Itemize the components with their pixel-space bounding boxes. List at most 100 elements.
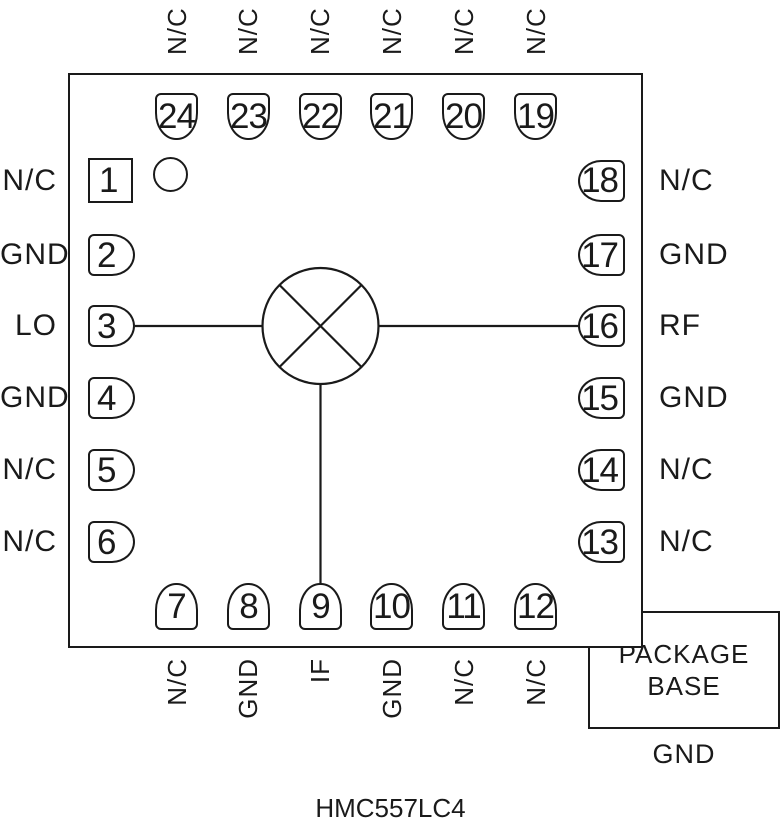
package-base-label-line2: BASE (647, 671, 721, 701)
pin-19-label-text: N/C (521, 7, 551, 55)
pin-12-text: 12 (517, 587, 555, 626)
pin-1-label-text: N/C (2, 164, 57, 197)
pin-5-label: N/C (0, 454, 57, 486)
mixer-x-line-2 (278, 284, 363, 368)
pin-21-text: 21 (373, 97, 411, 136)
package-base-box: PACKAGE BASE (588, 611, 780, 729)
pin-1: 1 (88, 158, 133, 203)
pin-22-label-text: N/C (305, 7, 335, 55)
pin-12-label-text: N/C (521, 658, 551, 706)
pin-14-text: 14 (581, 450, 619, 490)
pin-3-text: 3 (97, 306, 116, 346)
package-base-gnd-label: GND (652, 739, 716, 769)
pin-20-label: N/C (449, 7, 479, 55)
pin-8-label: GND (233, 658, 263, 719)
part-number-title: HMC557LC4 (315, 793, 466, 823)
pin-12: 12 (514, 583, 557, 630)
pin-7: 7 (155, 583, 198, 630)
pin-14: 14 (578, 449, 625, 491)
pin-4-text: 4 (97, 378, 116, 418)
pin-10-label: GND (377, 658, 407, 719)
pin-2-text: 2 (97, 235, 116, 275)
pin-19: 19 (514, 93, 557, 140)
pin-18-label-text: N/C (659, 164, 714, 197)
pin-12-label: N/C (521, 658, 551, 706)
pin-17-text: 17 (581, 235, 619, 275)
pin-8: 8 (227, 583, 270, 630)
pin-24-text: 24 (158, 97, 196, 136)
pin-5-text: 5 (97, 450, 116, 490)
pin-1-text: 1 (99, 161, 118, 200)
pin-11-text: 11 (446, 587, 481, 626)
pin-24-label-text: N/C (162, 7, 192, 55)
pin-21-label: N/C (377, 7, 407, 55)
pin-15: 15 (578, 377, 625, 419)
pin-2: 2 (88, 234, 135, 276)
pin-3-label-text: LO (14, 309, 57, 342)
pin-13-label-text: N/C (659, 525, 714, 558)
pin-9-text: 9 (311, 587, 330, 626)
pin-16: 16 (578, 305, 625, 347)
pin-9: 9 (299, 583, 342, 630)
pin-24-label: N/C (162, 7, 192, 55)
pin-2-label: GND (0, 239, 69, 271)
pin-1-label: N/C (0, 165, 57, 197)
pin-11-label: N/C (449, 658, 479, 706)
pin-18-label: N/C (659, 165, 779, 197)
pin-22-label: N/C (305, 7, 335, 55)
pin-7-label: N/C (162, 658, 192, 706)
pin-4-label-text: GND (0, 381, 70, 414)
pin-6-label: N/C (0, 526, 57, 558)
pin-10-text: 10 (373, 587, 411, 626)
pin-3: 3 (88, 305, 135, 347)
pin-7-label-text: N/C (162, 658, 192, 706)
pin-16-text: 16 (581, 306, 619, 346)
pin-8-label-text: GND (233, 658, 263, 719)
pin-20-label-text: N/C (449, 7, 479, 55)
pin-23: 23 (227, 93, 270, 140)
pin-13-label: N/C (659, 526, 779, 558)
pin-11: 11 (442, 583, 485, 630)
pin-19-label: N/C (521, 7, 551, 55)
pin-10-label-text: GND (377, 658, 407, 719)
pin-2-label-text: GND (0, 238, 70, 271)
pin-23-label: N/C (233, 7, 263, 55)
pin-7-text: 7 (167, 587, 186, 626)
pin-6-label-text: N/C (2, 525, 57, 558)
pin-4: 4 (88, 377, 135, 419)
pin-18: 18 (578, 159, 625, 202)
pin-15-label-text: GND (659, 381, 729, 414)
pin-9-label-text: IF (305, 658, 335, 684)
pin-9-label: IF (305, 658, 335, 683)
pin-8-text: 8 (239, 587, 258, 626)
pin1-indicator-icon (153, 157, 188, 192)
pin-19-text: 19 (517, 97, 555, 136)
pin-10: 10 (370, 583, 413, 630)
pin-6: 6 (88, 521, 135, 563)
pin-16-label: RF (659, 310, 779, 342)
pin-14-label: N/C (659, 454, 779, 486)
pin-21: 21 (370, 93, 413, 140)
pin-20: 20 (442, 93, 485, 140)
pin-4-label: GND (0, 382, 69, 414)
pin-16-label-text: RF (659, 309, 701, 342)
pin-18-text: 18 (581, 161, 619, 200)
pin-3-label: LO (0, 310, 57, 342)
pin-13-text: 13 (581, 522, 619, 562)
pin-15-text: 15 (581, 378, 619, 418)
pin-11-label-text: N/C (449, 658, 479, 706)
pin-23-text: 23 (230, 97, 268, 136)
pin-5: 5 (88, 449, 135, 491)
pin-22-text: 22 (302, 97, 340, 136)
pin-13: 13 (578, 521, 625, 563)
pin-5-label-text: N/C (2, 453, 57, 486)
pin-17-label-text: GND (659, 238, 729, 271)
pin-21-label-text: N/C (377, 7, 407, 55)
pin-20-text: 20 (445, 97, 483, 136)
pin-24: 24 (155, 93, 198, 140)
pin-17-label: GND (659, 239, 779, 271)
pin-14-label-text: N/C (659, 453, 714, 486)
pin-6-text: 6 (97, 522, 116, 562)
